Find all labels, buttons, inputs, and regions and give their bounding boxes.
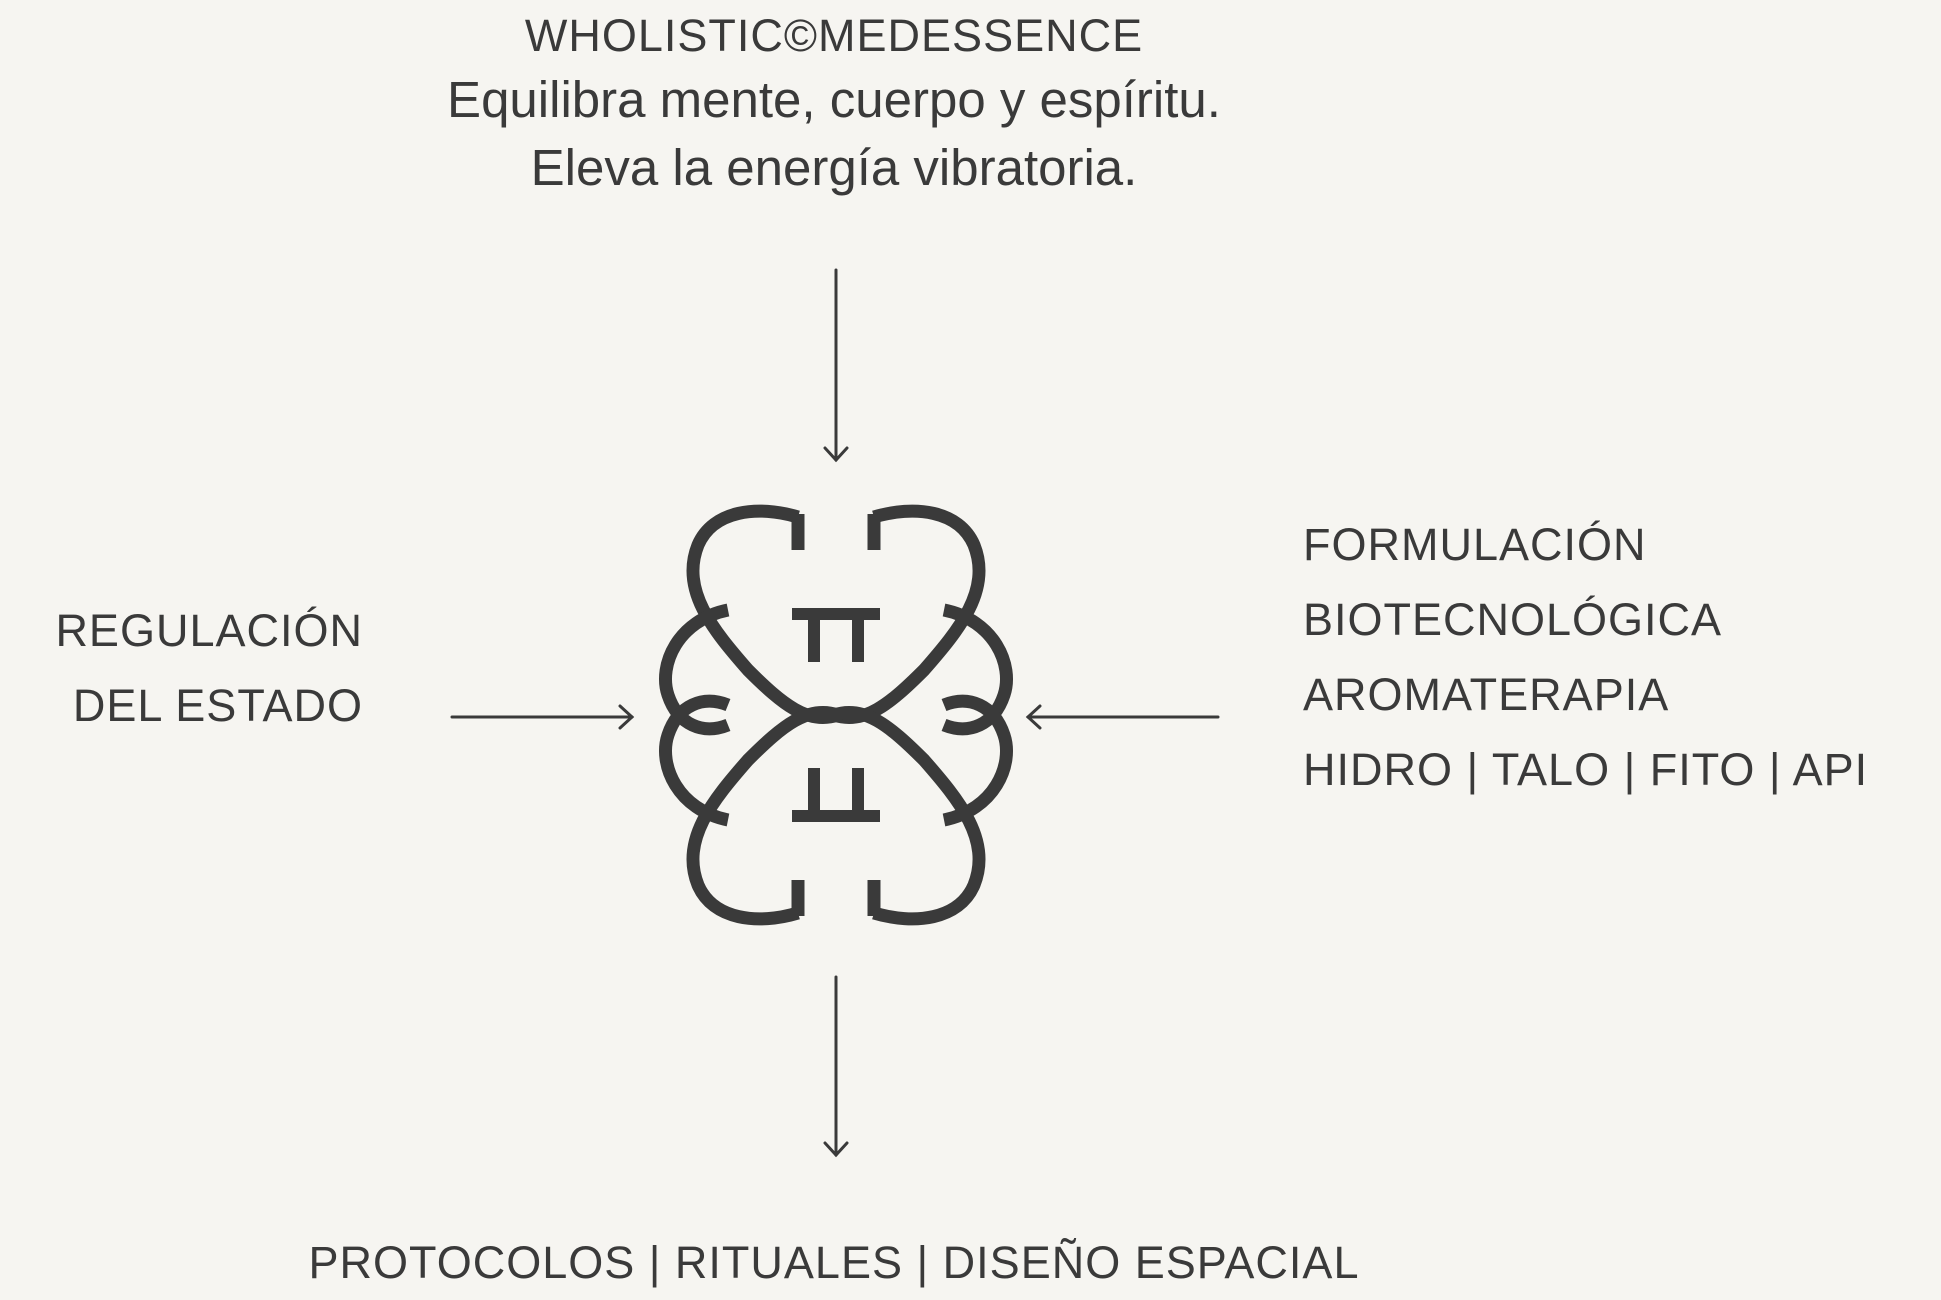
left-label: REGULACIÓN DEL ESTADO [55, 593, 363, 743]
monogram-logo-icon [659, 504, 1013, 926]
bottom-label: PROTOCOLOS | RITUALES | DISEÑO ESPACIAL [308, 1237, 1360, 1288]
tagline-line-1: Equilibra mente, cuerpo y espíritu. [447, 71, 1221, 128]
tagline-line-2: Eleva la energía vibratoria. [530, 139, 1138, 196]
arrow-right-left-icon [450, 704, 635, 730]
left-label-line-2: DEL ESTADO [72, 680, 363, 731]
right-label-line-1: FORMULACIÓN [1303, 519, 1647, 570]
right-label-line-4: HIDRO | TALO | FITO | API [1303, 744, 1869, 795]
right-label-line-2: BIOTECNOLÓGICA [1303, 594, 1723, 645]
header-block: WHOLISTIC©MEDESSENCE Equilibra mente, cu… [334, 6, 1334, 202]
right-label: FORMULACIÓN BIOTECNOLÓGICA AROMATERAPIA … [1303, 507, 1868, 807]
brand-title: WHOLISTIC©MEDESSENCE [524, 10, 1144, 61]
right-label-line-3: AROMATERAPIA [1303, 669, 1670, 720]
arrow-left-right-icon [1025, 704, 1220, 730]
arrow-down-top-icon [823, 268, 849, 463]
arrow-down-bottom-icon [823, 975, 849, 1158]
left-label-line-1: REGULACIÓN [55, 605, 363, 656]
